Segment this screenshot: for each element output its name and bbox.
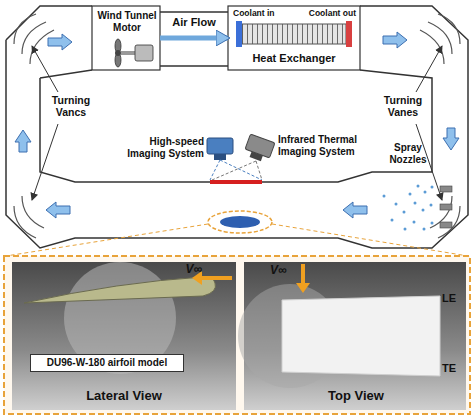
edge-label: Air Flow	[154, 16, 234, 29]
infrared-camera	[243, 134, 275, 164]
view-line	[212, 161, 256, 180]
view-line	[256, 161, 262, 180]
heat-exchanger: Coolant inCoolant outHeat Exchanger	[228, 6, 360, 70]
high-speed-camera	[207, 138, 233, 160]
droplet	[404, 228, 407, 231]
flow-arrow	[48, 34, 72, 50]
coolant-out-pipe	[346, 21, 352, 47]
droplet	[422, 209, 425, 212]
flow-direction-arrow	[200, 276, 232, 280]
flow-direction-head	[296, 283, 310, 293]
droplet	[409, 193, 412, 196]
droplet	[395, 203, 398, 206]
droplet	[413, 221, 416, 224]
motor-body	[135, 45, 153, 61]
port-label: Coolant out	[294, 9, 356, 19]
fan-symbol	[115, 39, 153, 67]
flow-direction-arrow	[301, 264, 305, 284]
top-view-photo: V∞ LE TE Top View	[244, 262, 466, 410]
nozzle	[440, 186, 452, 192]
airfoil-model	[24, 277, 216, 303]
test-window	[210, 180, 262, 184]
flow-connector	[160, 36, 228, 41]
zoom-ring	[208, 211, 272, 233]
droplet	[417, 185, 420, 188]
motor-shaft	[121, 51, 135, 55]
spray-nozzles	[383, 185, 453, 231]
edge-tag: LE	[442, 292, 464, 305]
spray-droplets	[383, 185, 434, 231]
radiator-fins	[242, 24, 346, 44]
flow-arrow	[46, 202, 70, 218]
tunnel-inner-wall	[40, 66, 432, 182]
flow-arrow	[343, 202, 367, 218]
droplet	[403, 211, 406, 214]
zoom-line	[272, 224, 468, 256]
view-title: Lateral View	[62, 389, 186, 404]
camera-lens	[214, 154, 226, 160]
camera-body	[207, 138, 233, 154]
fan-hub	[115, 50, 121, 56]
camera-lens	[250, 151, 263, 161]
vane	[430, 196, 452, 228]
droplet	[383, 195, 386, 198]
nozzle	[440, 204, 452, 210]
droplet	[430, 204, 433, 207]
camera-body	[245, 134, 275, 158]
heat-exchanger-box	[228, 6, 360, 70]
droplet	[423, 228, 426, 231]
coolant-in-pipe	[236, 21, 242, 47]
edge-tag: TE	[442, 362, 464, 375]
vane	[30, 30, 54, 64]
flow-arrow	[15, 130, 31, 152]
lateral-photo	[12, 262, 236, 410]
tunnel-outer-wall	[6, 6, 468, 248]
velocity-label: V∞	[172, 263, 202, 277]
model-label-box: DU96-W-180 airfoil model	[30, 354, 184, 372]
nozzle	[440, 222, 452, 228]
airfoil-marker	[220, 216, 260, 228]
zoom-line	[6, 224, 208, 256]
component-label: Infrared Thermal Imaging System	[278, 134, 378, 157]
component-label: Turning Vancs	[42, 94, 100, 118]
motor-box: Wind Tunnel Motor	[92, 6, 160, 70]
droplet	[424, 191, 427, 194]
leader-line	[32, 124, 58, 200]
component-label: Spray Nozzles	[384, 142, 432, 165]
vane	[22, 196, 44, 228]
component-label: Turning Vanes	[374, 94, 432, 118]
flow-arrow	[383, 32, 407, 48]
port-label: Coolant in	[233, 9, 293, 19]
node-title: Heat Exchanger	[230, 52, 358, 65]
droplet	[391, 219, 394, 222]
leader-line	[32, 46, 58, 92]
component-label: High-speed Imaging System	[112, 136, 204, 159]
flow-arrow	[443, 128, 459, 150]
view-line	[220, 160, 262, 180]
leader-line	[416, 46, 442, 92]
camera-views	[210, 160, 262, 180]
velocity-label: V∞	[270, 264, 300, 278]
view-title: Top View	[294, 389, 418, 404]
lateral-view-photo: V∞ Lateral View DU96-W-180 airfoil model	[12, 262, 236, 410]
airfoil-plate	[282, 296, 440, 376]
droplet	[431, 222, 434, 225]
node-title: Wind Tunnel Motor	[95, 10, 159, 33]
model-name: DU96-W-180 airfoil model	[31, 357, 183, 369]
droplet	[414, 202, 417, 205]
detail-panel	[4, 256, 470, 414]
vane	[420, 30, 444, 64]
droplet	[431, 186, 434, 189]
motor-box	[92, 6, 160, 70]
